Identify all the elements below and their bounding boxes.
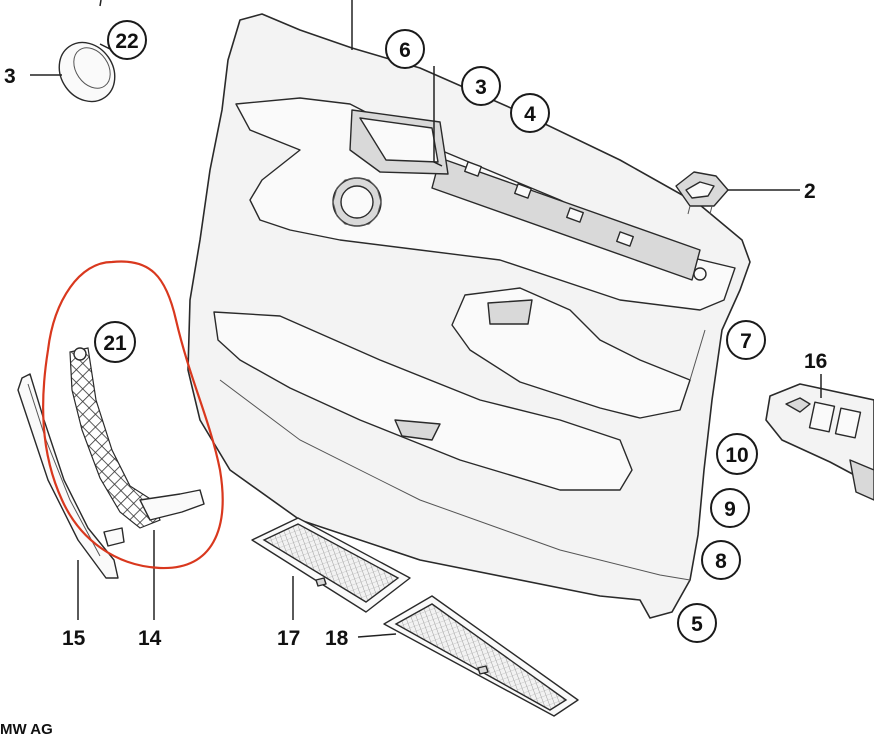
callout-4: 4 [510, 93, 550, 133]
armrest-pull-cup [451, 287, 691, 419]
speaker-grille [332, 177, 382, 227]
door-handle-pocket [349, 109, 449, 175]
callout-22: 22 [107, 20, 147, 60]
label-3: 3 [4, 65, 16, 88]
callout-7: 7 [726, 320, 766, 360]
highlight-circle [42, 260, 224, 570]
svg-text:5: 5 [691, 613, 703, 636]
label-14: 14 [138, 627, 162, 650]
label-18: 18 [325, 627, 349, 650]
label-2: 2 [804, 180, 816, 203]
svg-text:4: 4 [524, 103, 536, 126]
callout-6: 6 [385, 29, 425, 69]
clip-part [675, 171, 729, 215]
svg-text:22: 22 [115, 30, 138, 53]
window-switch-recess [431, 157, 707, 281]
callout-5: 5 [677, 603, 717, 643]
callout-21: 21 [94, 321, 136, 363]
door-trim-panel [187, 0, 751, 619]
grab-handle-carrier [69, 347, 205, 547]
svg-text:8: 8 [715, 550, 727, 573]
callout-8: 8 [701, 540, 741, 580]
svg-text:7: 7 [740, 330, 752, 353]
svg-text:21: 21 [103, 332, 127, 355]
trim-strip-17 [251, 517, 411, 613]
label-17: 17 [277, 627, 300, 650]
svg-text:10: 10 [725, 444, 748, 467]
copyright-text: MW AG [0, 721, 53, 738]
label-15: 15 [62, 627, 86, 650]
map-pocket [213, 311, 633, 491]
label-16: 16 [804, 350, 827, 373]
trim-strip-18 [383, 595, 579, 717]
cap-cover [58, 41, 116, 103]
callout-3: 3 [461, 66, 501, 106]
svg-text:9: 9 [724, 498, 736, 521]
svg-text:6: 6 [399, 39, 411, 62]
window-switch-block [765, 383, 874, 501]
callout-9: 9 [710, 488, 750, 528]
leader-lines [30, 0, 822, 638]
svg-text:3: 3 [475, 76, 487, 99]
callout-10: 10 [716, 433, 758, 475]
